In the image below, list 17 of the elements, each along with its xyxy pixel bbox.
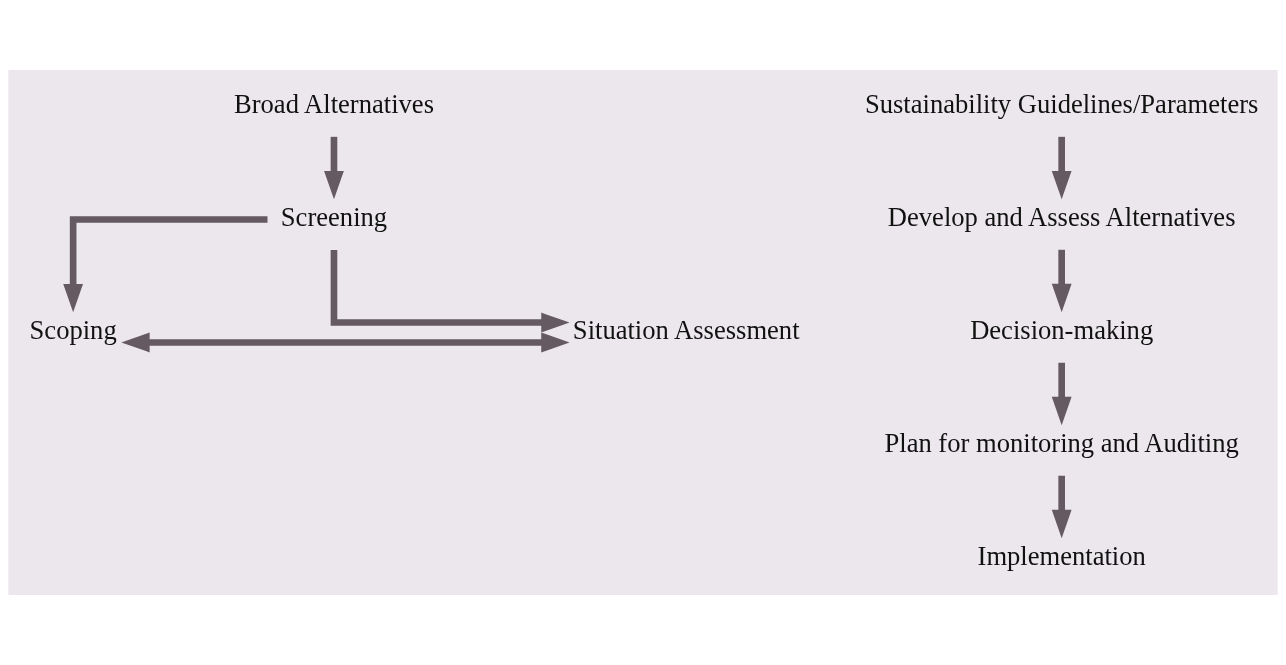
node-text: Decision-making (970, 314, 1154, 345)
arrow (1051, 249, 1072, 313)
arrow (63, 216, 268, 313)
node-text: Implementation (977, 540, 1146, 571)
node-text: Plan for monitoring and Auditing (884, 427, 1239, 458)
node-text: Scoping (29, 314, 117, 345)
arrow (121, 332, 570, 353)
arrow (1051, 136, 1072, 200)
arrow (324, 136, 344, 200)
node-text: Broad Alternatives (233, 88, 434, 119)
arrow (330, 249, 570, 333)
node-text: Screening (280, 201, 388, 232)
node-text: Situation Assessment (572, 314, 800, 345)
arrow (1051, 362, 1072, 426)
node-text: Develop and Assess Alternatives (887, 201, 1236, 232)
node-text: Sustainability Guidelines/Parameters (864, 88, 1259, 119)
arrow (1051, 475, 1072, 539)
